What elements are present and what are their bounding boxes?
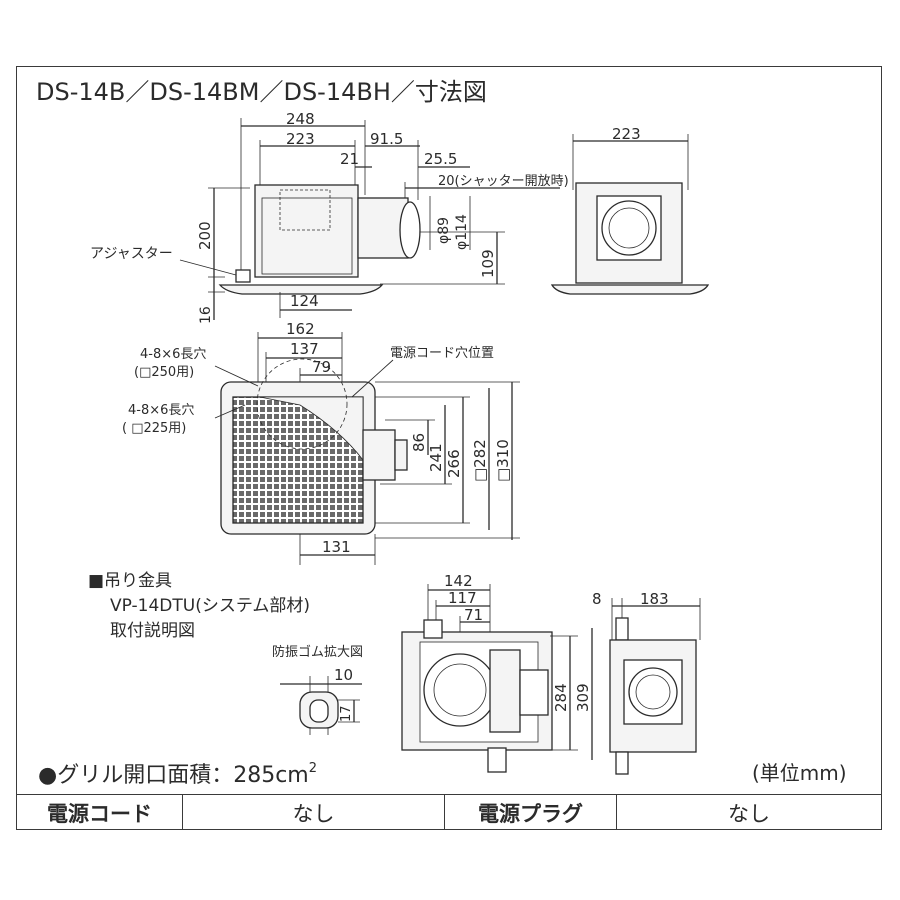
bracket-dim-183: 183 [640,590,669,608]
rubber-detail [280,676,362,735]
dim-109: 109 [479,249,497,278]
rubber-dim-10: 10 [334,666,353,684]
front-view [179,118,560,320]
grille-area-label: ●グリル開口面積：285cm [38,763,309,788]
dim-310: □310 [494,439,512,482]
dim-16: 16 [198,306,214,324]
dim-266: 266 [445,449,463,478]
bracket-dim-117: 117 [448,589,477,607]
dim-25-5: 25.5 [424,150,457,168]
bracket-model: VP-14DTU(システム部材) [110,596,310,616]
dim-phi114: φ114 [454,214,470,250]
bracket-dim-284: 284 [552,683,570,712]
bracket-dim-71: 71 [464,606,483,624]
spec-table: 電源コード なし 電源プラグ なし [17,794,881,830]
dim-124: 124 [290,292,319,310]
label-adjuster: アジャスター [90,246,173,262]
power-cord-label: 電源コード [17,795,183,830]
dim-241: 241 [427,443,445,472]
page-title: DS-14B／DS-14BM／DS-14BH／寸法図 [36,78,487,106]
grille-area: ●グリル開口面積：285cm2 [38,761,317,788]
rubber-title: 防振ゴム拡大図 [272,644,363,660]
side-dim-223: 223 [612,125,641,143]
note-holes-225-a: 4-8×6長穴 [128,403,194,418]
note-holes-250-a: 4-8×6長穴 [140,347,206,362]
front-view-labels: 248 223 91.5 21 25.5 20(シャッター開放時) φ89 φ1… [90,110,569,324]
power-plug-label: 電源プラグ [445,795,617,830]
power-plug-value: なし [728,801,770,826]
bracket-plan-labels: 142 117 71 284 309 [444,572,592,712]
dim-162: 162 [286,320,315,338]
dim-282: □282 [471,439,489,482]
note-holes-225-b: ( □225用) [122,421,186,436]
dim-248: 248 [286,110,315,128]
grille-area-sup: 2 [309,761,317,776]
dim-131: 131 [322,538,351,556]
dim-20-shutter: 20(シャッター開放時) [438,174,569,189]
plan-view-labels: 162 137 79 86 241 266 □282 □310 131 4-8×… [122,320,512,556]
bracket-dim-309: 309 [574,683,592,712]
bracket-heading: ■吊り金具 [88,571,172,591]
bracket-side-view [609,598,701,775]
side-view [550,134,710,295]
dim-79: 79 [312,358,331,376]
bracket-caption: 取付説明図 [110,621,195,641]
note-power-cord: 電源コード穴位置 [390,346,494,361]
dim-200: 200 [196,221,214,250]
note-holes-250-b: (□250用) [134,365,194,380]
dim-137: 137 [290,340,319,358]
rubber-dim-17: 17 [339,705,354,722]
unit-label: (単位mm) [752,761,847,785]
dim-21: 21 [340,150,359,168]
dim-phi89: φ89 [436,217,452,244]
dim-223: 223 [286,130,315,148]
plan-view [214,332,520,565]
dim-86: 86 [410,433,428,452]
bracket-text: ■吊り金具 VP-14DTU(システム部材) 取付説明図 防振ゴム拡大図 [88,571,363,660]
bracket-dim-8: 8 [592,590,602,608]
dim-91-5: 91.5 [370,130,403,148]
drawing-frame [16,66,882,830]
bracket-dim-142: 142 [444,572,473,590]
bracket-plan-view [401,584,593,773]
power-cord-value: なし [183,795,445,830]
